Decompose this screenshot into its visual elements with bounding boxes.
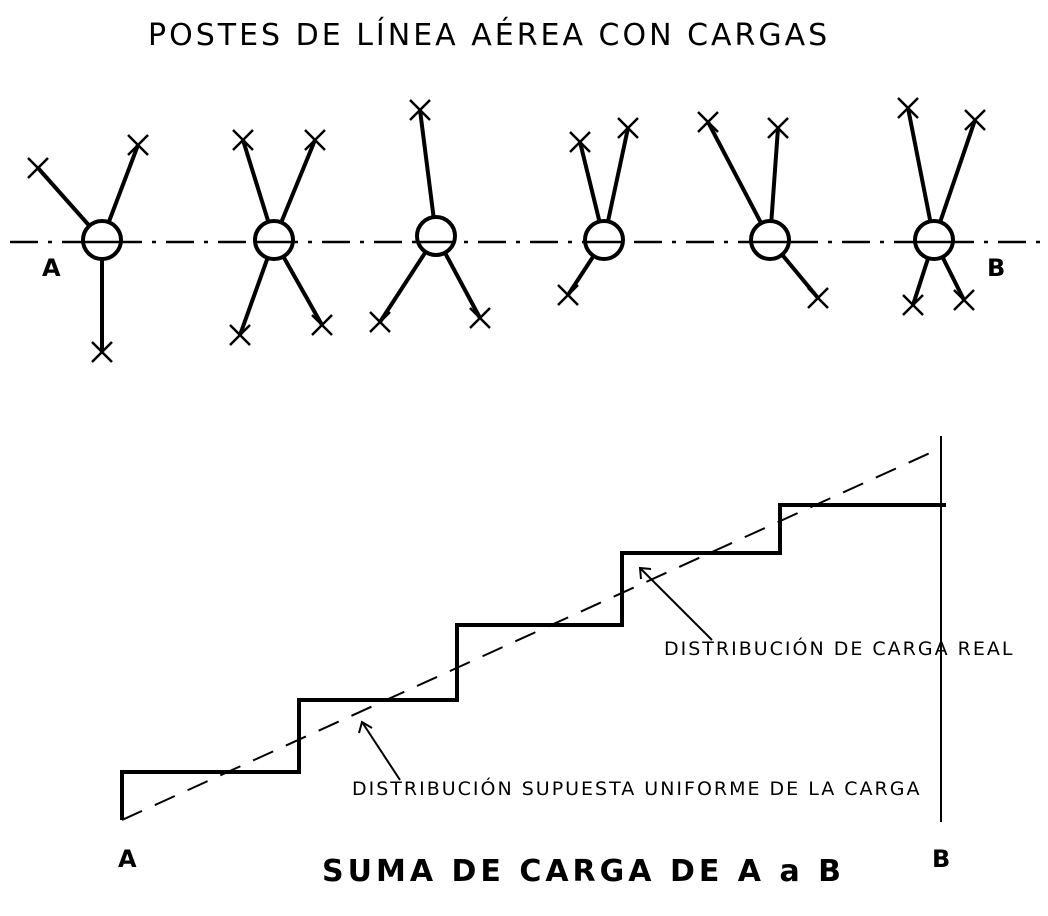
arrowhead-real [638,566,652,580]
pole-circle [913,219,955,261]
load-marker [127,134,149,156]
pole-circle [415,215,457,257]
upper-label-a: A [42,254,61,282]
pole-circle [81,219,123,261]
load-marker [557,284,579,306]
lower-label-a: A [118,845,137,873]
load-marker [617,117,639,139]
load-marker [232,129,254,151]
pole-6 [897,97,986,316]
annotation-uniform-distribution: DISTRIBUCIÓN SUPUESTA UNIFORME DE LA CAR… [352,778,922,800]
load-branch [906,107,936,241]
diagram-title: POSTES DE LÍNEA AÉREA CON CARGAS [148,18,831,53]
load-branch [706,121,772,241]
load-marker [767,117,789,139]
pole-2 [229,129,333,346]
uniform-load-dashed-line [121,447,942,821]
pole-1 [27,134,149,363]
load-marker [27,157,49,179]
load-marker [469,307,491,329]
load-marker [569,131,591,153]
leader-line-real [639,567,713,641]
load-marker [409,99,431,121]
diagram-caption: SUMA DE CARGA DE A a B [322,854,845,889]
pole-circle [253,219,295,261]
load-marker [369,311,391,333]
load-branch [932,119,977,241]
arrowhead-uniform [358,720,373,734]
pole-3 [369,99,491,333]
pole-4 [557,117,639,306]
load-marker [953,289,975,311]
leader-line-uniform [361,721,401,781]
upper-label-b: B [987,254,1006,282]
pole-circle [749,219,791,261]
load-marker [897,97,919,119]
pole-circle [583,219,625,261]
load-marker [902,294,924,316]
load-marker [697,111,719,133]
annotation-real-distribution: DISTRIBUCIÓN DE CARGA REAL [664,638,1015,660]
load-marker [964,109,986,131]
load-marker [311,314,333,336]
lower-label-b: B [932,845,951,873]
load-marker [807,287,829,309]
pole-5 [697,111,829,309]
load-marker [304,129,326,151]
real-load-step-line [120,503,946,820]
load-marker [91,341,113,363]
load-branch [418,109,438,237]
load-marker [229,324,251,346]
